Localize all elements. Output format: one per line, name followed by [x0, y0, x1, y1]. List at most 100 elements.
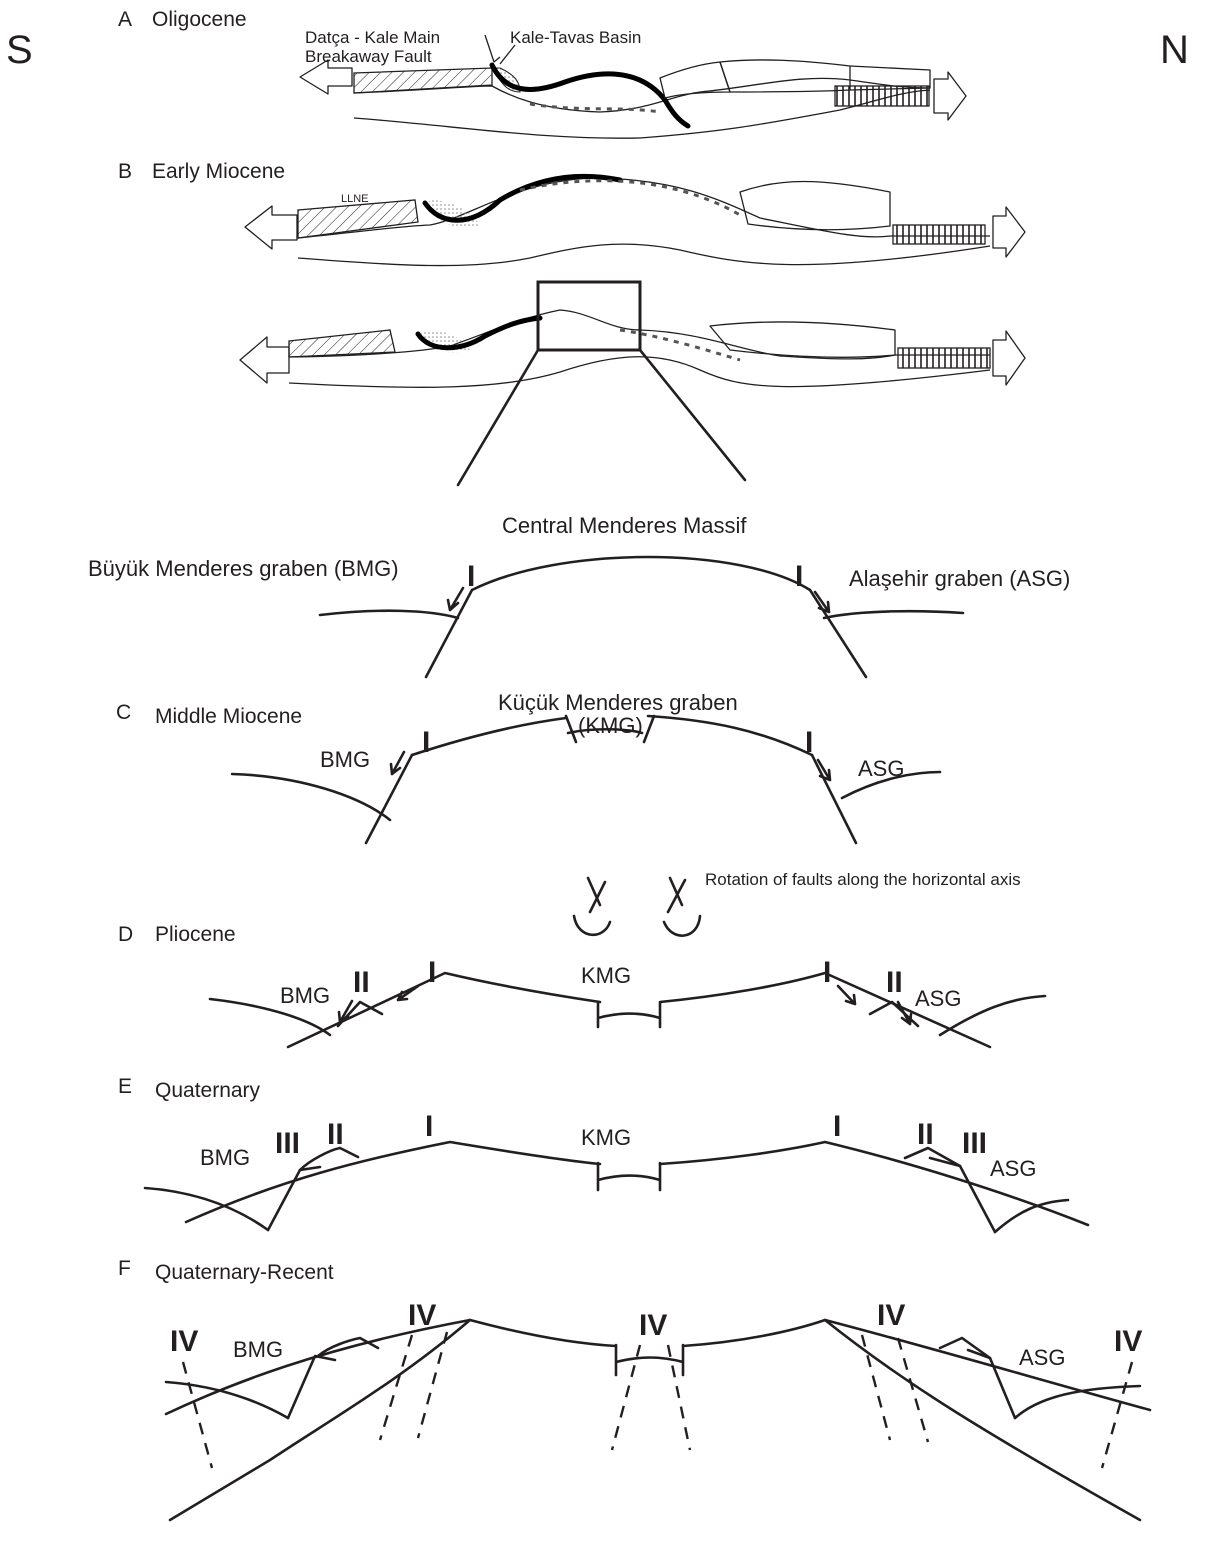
- d-bmg-hangingwall: [208, 997, 332, 1037]
- d-bmg-label: BMG: [280, 983, 330, 1008]
- panel-e: E Quaternary BMG KMG ASG III II I I II I…: [118, 1075, 1090, 1234]
- c-asg-hangingwall: [840, 770, 942, 800]
- e-bmg-block-ii: [298, 1146, 360, 1172]
- c-massif-left: [410, 716, 568, 757]
- c-bmg-hangingwall: [230, 772, 392, 822]
- e-kmg-graben: [596, 1161, 662, 1192]
- panel-c: C Middle Miocene Küçük Menderes graben (…: [116, 690, 942, 845]
- panel-a-title: Oligocene: [152, 8, 247, 31]
- b2-striped-block: [897, 347, 991, 369]
- b1-crust-base: [297, 243, 991, 267]
- d-asg-slip-ii: [896, 1000, 913, 1026]
- panel-c-letter: C: [116, 701, 131, 724]
- kmg-label-line1: Küçük Menderes graben: [498, 690, 738, 715]
- f-iv-fault-5: [1100, 1361, 1134, 1469]
- f-asg-block-b: [938, 1336, 992, 1360]
- panel-d: D Pliocene BMG KMG ASG II I I II: [118, 923, 1047, 1049]
- d-fault-ii-left: II: [353, 966, 370, 999]
- south-label: S: [6, 28, 33, 72]
- f-kmg-graben: [614, 1343, 685, 1377]
- panel-f-letter: F: [118, 1257, 131, 1280]
- d-bmg-slip-i: [396, 984, 420, 1002]
- rotation-arc-right: [662, 914, 702, 937]
- c-massif-right: [646, 714, 814, 757]
- b2-shear-zone: [619, 328, 741, 362]
- bmg-hangingwall: [318, 609, 460, 620]
- extension-arrow-left: [299, 59, 353, 95]
- bmg-fault: [424, 588, 474, 679]
- f-massif-right: [681, 1318, 1152, 1412]
- fault-pointer: [484, 34, 501, 63]
- detachment-fault: [489, 62, 691, 129]
- north-label: N: [1160, 28, 1189, 72]
- f-bmg-block-b: [316, 1336, 380, 1358]
- e-massif-right: [658, 1140, 1090, 1227]
- panel-d-title: Pliocene: [155, 923, 236, 946]
- asg-slip-arrow: [813, 590, 831, 614]
- panel-a-letter: A: [118, 8, 132, 31]
- b2-arrow-right: [992, 330, 1026, 386]
- f-bmg-block-a: [286, 1354, 337, 1420]
- e-fault-iii-left: III: [275, 1127, 300, 1160]
- d-kmg-graben: [596, 1001, 662, 1029]
- f-asg-label: ASG: [1019, 1345, 1065, 1370]
- f-fault-iv-4: IV: [877, 1299, 905, 1332]
- d-massif-left: [286, 971, 602, 1049]
- panel-c-title: Middle Miocene: [155, 705, 302, 728]
- panel-b: B Early Miocene LLNE: [118, 160, 1026, 487]
- e-massif-left: [184, 1140, 602, 1224]
- c-bmg-fault: [364, 753, 414, 845]
- c-kmg-floor: [566, 727, 644, 735]
- f-iv-fault-2: [378, 1331, 449, 1441]
- b1-detachment: [422, 173, 623, 223]
- b1-nappe: [739, 180, 891, 231]
- zoom-line-right: [638, 348, 747, 482]
- b2-detachment: [415, 315, 543, 351]
- e-bmg-hangingwall: [143, 1186, 270, 1232]
- c-kmg-faults: [564, 714, 656, 744]
- panel-e-title: Quaternary: [155, 1079, 261, 1102]
- f-iv-fault-1: [181, 1361, 214, 1469]
- kmg-label-line2: (KMG): [578, 713, 643, 738]
- c-asg-fault: [810, 753, 858, 845]
- b2-arrow-left: [239, 336, 290, 384]
- panel-e-letter: E: [118, 1075, 132, 1098]
- fault-label-line2: Breakaway Fault: [305, 47, 432, 66]
- rotation-arc-left: [572, 914, 612, 937]
- zoom-line-left: [456, 348, 540, 487]
- f-lower-right: [823, 1318, 1142, 1522]
- b2-hatched-wedge: [288, 329, 396, 358]
- rotation-label: Rotation of faults along the horizontal …: [705, 870, 1021, 889]
- bmg-full-label: Büyük Menderes graben (BMG): [88, 556, 399, 581]
- d-fault-ii-right: II: [886, 966, 903, 999]
- e-fault-ii-right: II: [917, 1118, 934, 1151]
- f-iv-fault-4: [860, 1334, 930, 1443]
- e-asg-hangingwall: [993, 1198, 1070, 1234]
- panel-f: F Quaternary-Recent BMG ASG IV IV IV IV …: [118, 1257, 1152, 1522]
- striped-block: [834, 85, 930, 107]
- f-fault-iv-1: IV: [170, 1325, 198, 1358]
- rotation-symbols: Rotation of faults along the horizontal …: [572, 870, 1021, 937]
- e-asg-label: ASG: [990, 1156, 1036, 1181]
- massif-section: Central Menderes Massif Büyük Menderes g…: [88, 513, 1070, 679]
- rotation-fault-right: [666, 876, 687, 914]
- e-fault-iii-right: III: [962, 1127, 987, 1160]
- b1-arrow-left: [244, 205, 298, 250]
- f-fault-iv-3: IV: [639, 1309, 667, 1342]
- b2-crust-top: [288, 309, 990, 360]
- fault-i-left: I: [467, 560, 475, 593]
- d-asg-slip-i: [836, 984, 857, 1006]
- panel-f-title: Quaternary-Recent: [155, 1261, 334, 1284]
- b2-nappe: [709, 321, 896, 358]
- e-asg-block-iii: [928, 1156, 997, 1234]
- massif-label: Central Menderes Massif: [502, 513, 747, 538]
- b1-hatched-wedge: [297, 199, 419, 239]
- bmg-slip-arrow: [446, 586, 465, 612]
- f-bmg-label: BMG: [233, 1337, 283, 1362]
- b1-shear-zone: [519, 179, 741, 217]
- e-bmg-label: BMG: [200, 1145, 250, 1170]
- panel-a: A Oligocene Datça - Kale Main Breakaway …: [118, 8, 967, 139]
- basin-pointer: [499, 44, 516, 65]
- asg-hangingwall: [822, 609, 965, 620]
